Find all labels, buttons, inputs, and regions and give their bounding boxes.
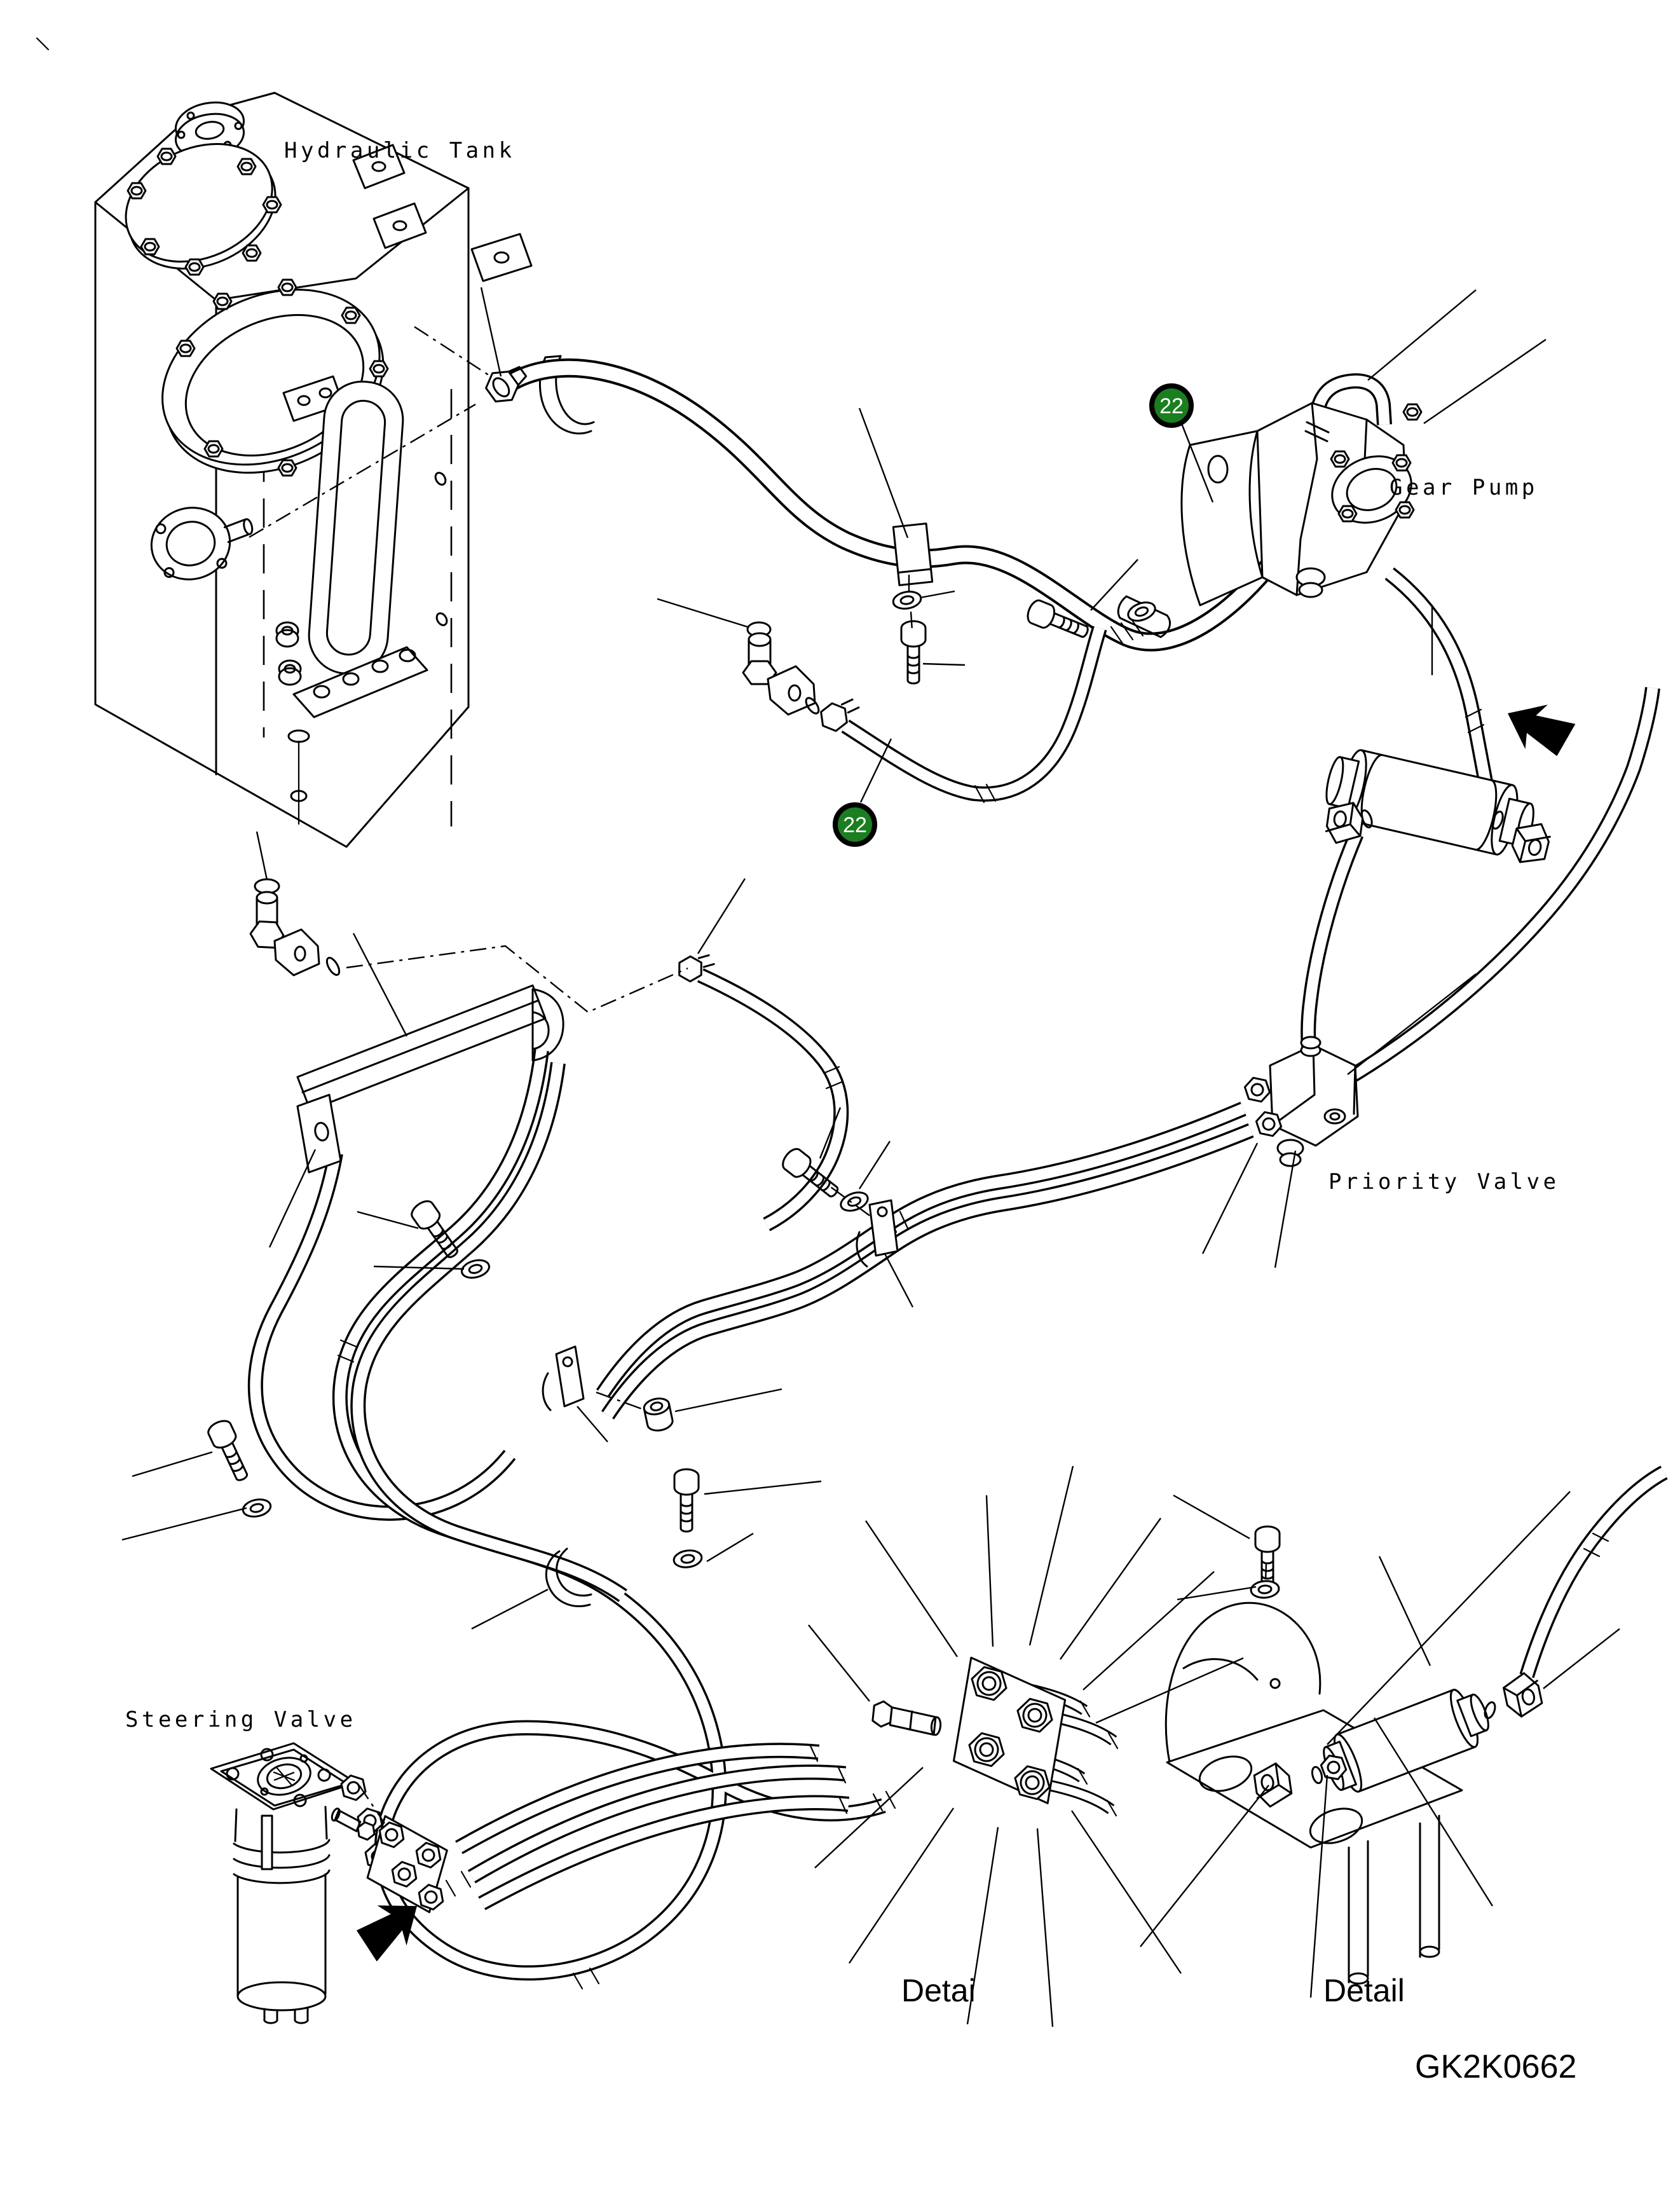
gear-pump-drawing — [1117, 402, 1423, 638]
callout-circle[interactable] — [1149, 383, 1194, 428]
hose-clamp — [892, 523, 934, 586]
elbow-assembly-mid — [742, 621, 860, 732]
elbow-assembly-tank — [249, 878, 341, 977]
tank-sight-gauge — [308, 380, 404, 675]
hose-clamp — [856, 1199, 899, 1268]
washer-icon — [1249, 1579, 1281, 1600]
bolt-icon — [205, 1416, 256, 1486]
washer-icon — [837, 1188, 871, 1216]
washer-icon — [671, 1547, 704, 1570]
callout-22-badge-2[interactable]: 22 — [833, 802, 877, 847]
steering-hose-cluster — [331, 1807, 448, 1914]
priority-valve-label: Priority Valve — [1328, 1169, 1560, 1195]
direction-arrow-left-icon — [1497, 691, 1578, 764]
detail-accumulator — [1164, 1525, 1545, 1985]
callout-number: 22 — [1159, 394, 1184, 418]
steering-valve-label: Steering Valve — [125, 1707, 357, 1732]
callout-22-badge-1[interactable]: 22 — [1149, 383, 1194, 428]
elbow-fitting-icon — [1500, 1669, 1545, 1720]
steering-valve-drawing — [210, 1742, 448, 2024]
gear-pump-label: Gear Pump — [1390, 475, 1538, 500]
hydraulic-tank-drawing — [36, 37, 595, 848]
fasteners — [205, 523, 1159, 1607]
detail-right-label: Detail — [1323, 1973, 1405, 2008]
washer-icon — [458, 1256, 493, 1282]
port-fitting-icon — [1241, 1075, 1273, 1104]
bolt-icon — [673, 1468, 700, 1533]
construction-lines — [249, 326, 1267, 1824]
bolt-icon — [1254, 1525, 1281, 1590]
tank-flange — [150, 507, 254, 580]
leader-lines — [121, 287, 1620, 2027]
hose-clamp — [542, 1345, 585, 1411]
saddle-clamp — [545, 1547, 592, 1607]
washer-icon — [891, 588, 924, 612]
washer-icon — [1124, 598, 1159, 626]
hose-end-fitting — [485, 366, 715, 983]
hydraulic-tank-label: Hydraulic Tank — [284, 138, 516, 163]
detail-left-label: Detai — [901, 1973, 976, 2008]
tank-ports — [275, 621, 428, 825]
callout-circle[interactable] — [833, 802, 877, 847]
cooler-plate — [296, 984, 564, 1174]
figure-code: GK2K0662 — [1415, 2048, 1576, 2085]
callout-number: 22 — [843, 813, 867, 837]
priority-valve-drawing — [1241, 1036, 1359, 1167]
plug-fitting-icon — [871, 1700, 942, 1736]
bolt-icon — [900, 620, 927, 685]
tank-cover-small — [125, 143, 277, 270]
spacer-bushing-icon — [643, 1397, 674, 1432]
filter-cylinder — [1323, 749, 1554, 869]
detail-hose-cluster — [871, 1656, 1067, 1804]
